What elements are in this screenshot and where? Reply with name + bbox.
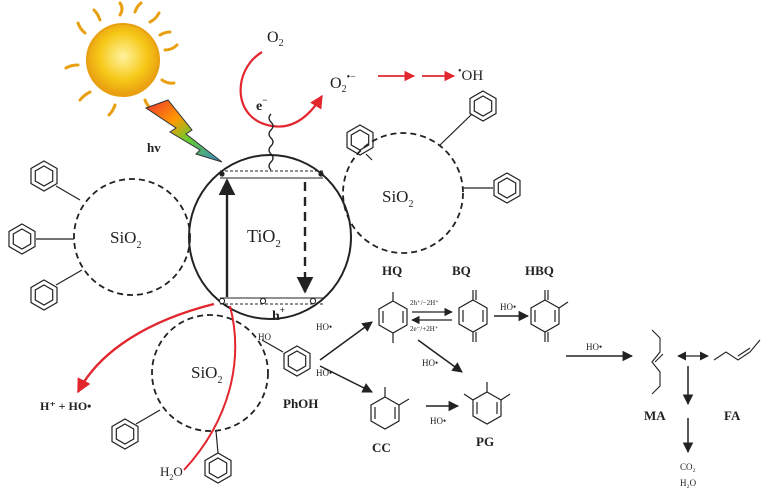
oxygen-reduction-arrow [239, 51, 323, 128]
ho-radical-hq: HO• [316, 322, 332, 332]
sio2-label-left: SiO2 [110, 228, 141, 251]
phoh-label: PhOH [283, 396, 318, 411]
superoxide-label: O2•− [330, 72, 356, 95]
hydroquinone-structure [378, 292, 408, 343]
ho-radical-bq: HO• [500, 302, 516, 312]
ma-label: MA [644, 408, 666, 423]
benzoquinone-structure [458, 290, 488, 342]
hole-label: h+ [272, 305, 285, 324]
oxygen-label: O2 [267, 29, 284, 49]
ho-radical-cc: HO• [316, 368, 332, 378]
redox-reduction-label: 2e⁻/+2H⁺ [410, 325, 439, 333]
fa-label: FA [724, 408, 741, 423]
sio2-label-bottom: SiO2 [191, 363, 222, 386]
hydroxybenzoquinone-structure [530, 290, 569, 342]
pyrogallol-structure [463, 382, 511, 425]
sun-icon [64, 1, 179, 117]
products-label: H⁺ + HO• [40, 399, 91, 413]
ho-radical-pg-bottom: HO• [430, 416, 446, 426]
phoh-to-hq-arrow [319, 321, 373, 361]
hbq-label: HBQ [525, 263, 554, 278]
electron-label: e− [256, 95, 267, 114]
h2o-label: H₂O [680, 478, 697, 488]
phoh-oh-label: HO [258, 332, 271, 342]
cc-label: CC [372, 440, 391, 455]
phoh-to-cc-arrow [319, 365, 373, 393]
lightning-bolt-icon [144, 99, 223, 163]
hq-label: HQ [382, 263, 402, 278]
tio2-label: TiO2 [247, 226, 281, 250]
ho-radical-ma: HO• [586, 342, 602, 352]
fumaric-acid-structure [713, 339, 761, 361]
co2-label: CO₂ [680, 462, 696, 472]
water-label: H2O [160, 464, 183, 482]
pg-label: PG [476, 434, 494, 449]
hq-to-pg-arrow [417, 339, 463, 373]
bq-label: BQ [452, 263, 471, 278]
sio2-label-right: SiO2 [382, 187, 413, 210]
redox-oxidation-label: 2h⁺/−2H⁺ [410, 299, 439, 307]
tio2-particle [188, 154, 352, 320]
electron-transfer-wave [268, 113, 274, 171]
ho-radical-pg-top: HO• [422, 358, 438, 368]
hydroxyl-radical-label: •OH [458, 66, 483, 84]
water-input-line [183, 305, 237, 471]
water-oxidation-arrow [76, 302, 215, 394]
maleic-acid-structure [651, 329, 664, 395]
hv-label: hv [147, 140, 161, 155]
sio2-particle-left [73, 178, 191, 296]
phenyl-groups [8, 90, 521, 484]
sio2-particle-bottom [151, 314, 269, 432]
catechol-structure [370, 387, 410, 430]
sio2-particle-right [342, 132, 464, 254]
